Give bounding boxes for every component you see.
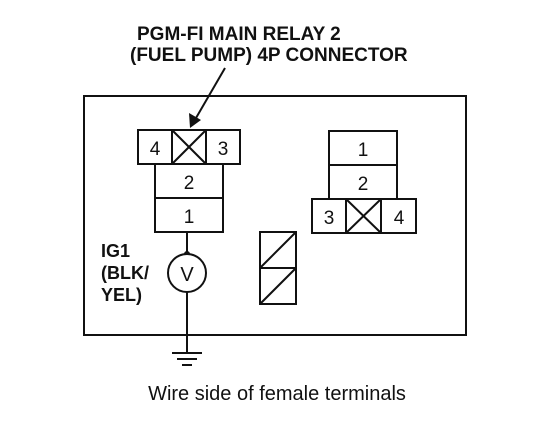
left-connector	[137, 129, 241, 233]
voltmeter-icon: V	[167, 253, 207, 293]
voltmeter-symbol: V	[180, 264, 194, 286]
right-pin-1: 1	[358, 140, 369, 161]
terminal-side-view	[259, 231, 297, 305]
caption: Wire side of female terminals	[148, 383, 406, 405]
diagram-frame	[83, 95, 467, 336]
probe-label-line-2: (BLK/	[101, 263, 149, 283]
right-pin-2: 2	[358, 174, 369, 195]
left-pin-4: 4	[150, 139, 161, 160]
right-pin-4: 4	[394, 208, 405, 229]
blank-cavity-icon	[345, 198, 382, 234]
ground-icon	[172, 352, 202, 366]
probe-label-line-1: IG1	[101, 241, 130, 261]
left-pin-2: 2	[184, 173, 195, 194]
title-line-2: (FUEL PUMP) 4P CONNECTOR	[130, 45, 408, 66]
arrow-icon	[189, 67, 226, 128]
right-connector	[311, 130, 417, 234]
probe-label-line-3: YEL)	[101, 285, 142, 305]
left-pin-3: 3	[218, 139, 229, 160]
left-pin-1: 1	[184, 207, 195, 228]
blank-cavity-icon	[171, 129, 207, 165]
right-pin-3: 3	[324, 208, 335, 229]
title-line-1: PGM-FI MAIN RELAY 2	[137, 24, 341, 45]
